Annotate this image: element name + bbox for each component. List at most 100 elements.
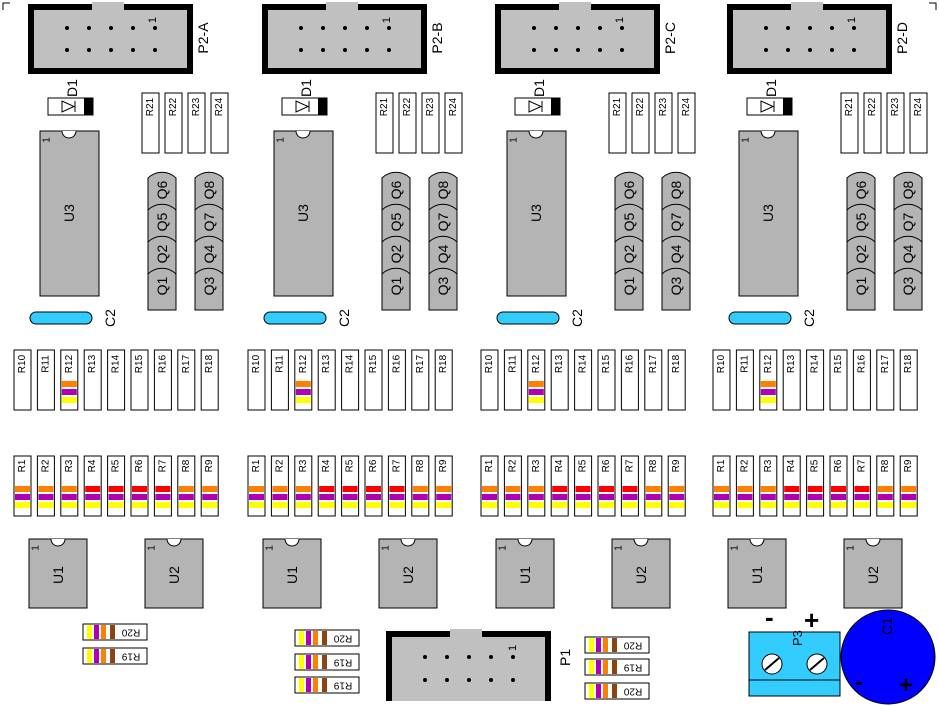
- band-orange: [528, 381, 544, 387]
- band-orange: [313, 678, 318, 692]
- p2-pin1-label: 1: [846, 17, 858, 23]
- resistor-body: [712, 349, 731, 411]
- band-yellow: [589, 660, 594, 674]
- p2-pin: [153, 48, 157, 52]
- u3-ic-body: [738, 130, 799, 297]
- resistor-label-r3: R3: [763, 459, 774, 472]
- band-violet: [436, 494, 452, 500]
- u1-ic-body: [262, 538, 322, 609]
- band-brown: [322, 678, 327, 692]
- resistor-body: [153, 349, 172, 411]
- p1-pin: [511, 655, 515, 659]
- resistor-label-r2: R2: [40, 459, 51, 472]
- band-yellow: [389, 502, 405, 508]
- p2-pin: [576, 26, 580, 30]
- resistor-label-r4: R4: [321, 459, 332, 472]
- transistor-body: [428, 235, 458, 279]
- resistor-label-r6: R6: [134, 459, 145, 472]
- resistor-r20-left: R20: [82, 623, 148, 641]
- resistor-body: [130, 349, 149, 411]
- p2-connector-label: P2-B: [429, 22, 445, 53]
- band-violet: [412, 494, 428, 500]
- resistor-label-r15: R15: [833, 354, 844, 373]
- resistor-label-r16: R16: [624, 354, 635, 373]
- p2-pin: [532, 26, 536, 30]
- p2-pin: [532, 48, 536, 52]
- band-yellow: [760, 397, 776, 403]
- resistor-label-r13: R13: [87, 354, 98, 373]
- transistor-label-q8: Q8: [201, 180, 217, 199]
- resistor-label-r10: R10: [716, 354, 727, 373]
- transistor-body: [614, 171, 644, 215]
- d1-cathode-band: [783, 98, 792, 115]
- band-violet: [505, 494, 521, 500]
- resistor-label-r6: R6: [601, 459, 612, 472]
- resistor-body: [247, 349, 266, 411]
- band-violet: [306, 678, 311, 692]
- band-orange: [760, 381, 776, 387]
- resistor-label-r11: R11: [274, 355, 285, 373]
- u3-ic-body: [506, 130, 567, 297]
- u2-ic-body: [378, 538, 438, 609]
- resistor-body: [829, 349, 848, 411]
- resistor-label-r22: R22: [635, 97, 646, 116]
- resistor-label-r8: R8: [880, 459, 891, 472]
- band-yellow: [552, 502, 568, 508]
- resistor-label-r17: R17: [648, 354, 659, 373]
- resistor-label-r5: R5: [345, 459, 356, 472]
- p2-pin: [87, 26, 91, 30]
- p1-pin: [467, 678, 471, 682]
- transistor-body: [428, 171, 458, 215]
- band-red: [831, 486, 846, 492]
- corner-mark-top-right: [929, 2, 937, 10]
- transistor-label-q6: Q6: [853, 180, 869, 199]
- band-violet: [760, 494, 776, 500]
- band-violet: [155, 494, 171, 500]
- band-yellow: [38, 502, 54, 508]
- band-orange: [877, 486, 893, 492]
- d1-label: D1: [763, 79, 779, 97]
- band-violet: [272, 494, 288, 500]
- resistor-label-r1: R1: [17, 459, 28, 472]
- band-violet: [831, 494, 846, 500]
- c1-body: [840, 609, 936, 705]
- transistor-body: [893, 171, 923, 215]
- resistor-label-r18: R18: [204, 354, 215, 373]
- u3-ic-body: [273, 130, 334, 297]
- band-orange: [101, 649, 106, 663]
- resistor-label-r21: R21: [379, 97, 390, 116]
- resistor-body: [341, 349, 360, 411]
- band-yellow: [760, 502, 776, 508]
- transistor-label-q2: Q2: [154, 244, 170, 263]
- band-yellow: [87, 649, 92, 663]
- band-yellow: [877, 502, 893, 508]
- band-yellow: [784, 502, 800, 508]
- resistor-label-r10: R10: [17, 354, 28, 373]
- resistor-label-r10: R10: [484, 354, 495, 373]
- transistor-body: [893, 267, 923, 311]
- band-orange: [714, 486, 729, 492]
- band-violet: [85, 494, 101, 500]
- p2-pin: [808, 26, 812, 30]
- resistor-label-r13: R13: [786, 354, 797, 373]
- resistor-body: [574, 349, 593, 411]
- u3-ic-body: [39, 130, 100, 297]
- band-yellow: [87, 625, 92, 639]
- resistor-label-r23: R23: [191, 97, 202, 116]
- band-violet: [528, 389, 544, 395]
- resistor-body: [13, 349, 32, 411]
- resistor-label-r4: R4: [87, 459, 98, 472]
- resistor-body: [608, 92, 627, 154]
- resistor-body: [187, 92, 206, 154]
- band-orange: [482, 486, 497, 492]
- p2-pin: [321, 48, 325, 52]
- resistor-label: R20: [333, 633, 352, 644]
- resistor-body: [141, 92, 160, 154]
- band-brown: [612, 684, 617, 698]
- resistor-body: [667, 349, 686, 411]
- resistor-label-r21: R21: [844, 97, 855, 116]
- transistor-body: [893, 203, 923, 247]
- resistor-r19-center-b: R19: [294, 676, 360, 694]
- resistor-label-r8: R8: [415, 459, 426, 472]
- resistor-body: [735, 349, 754, 411]
